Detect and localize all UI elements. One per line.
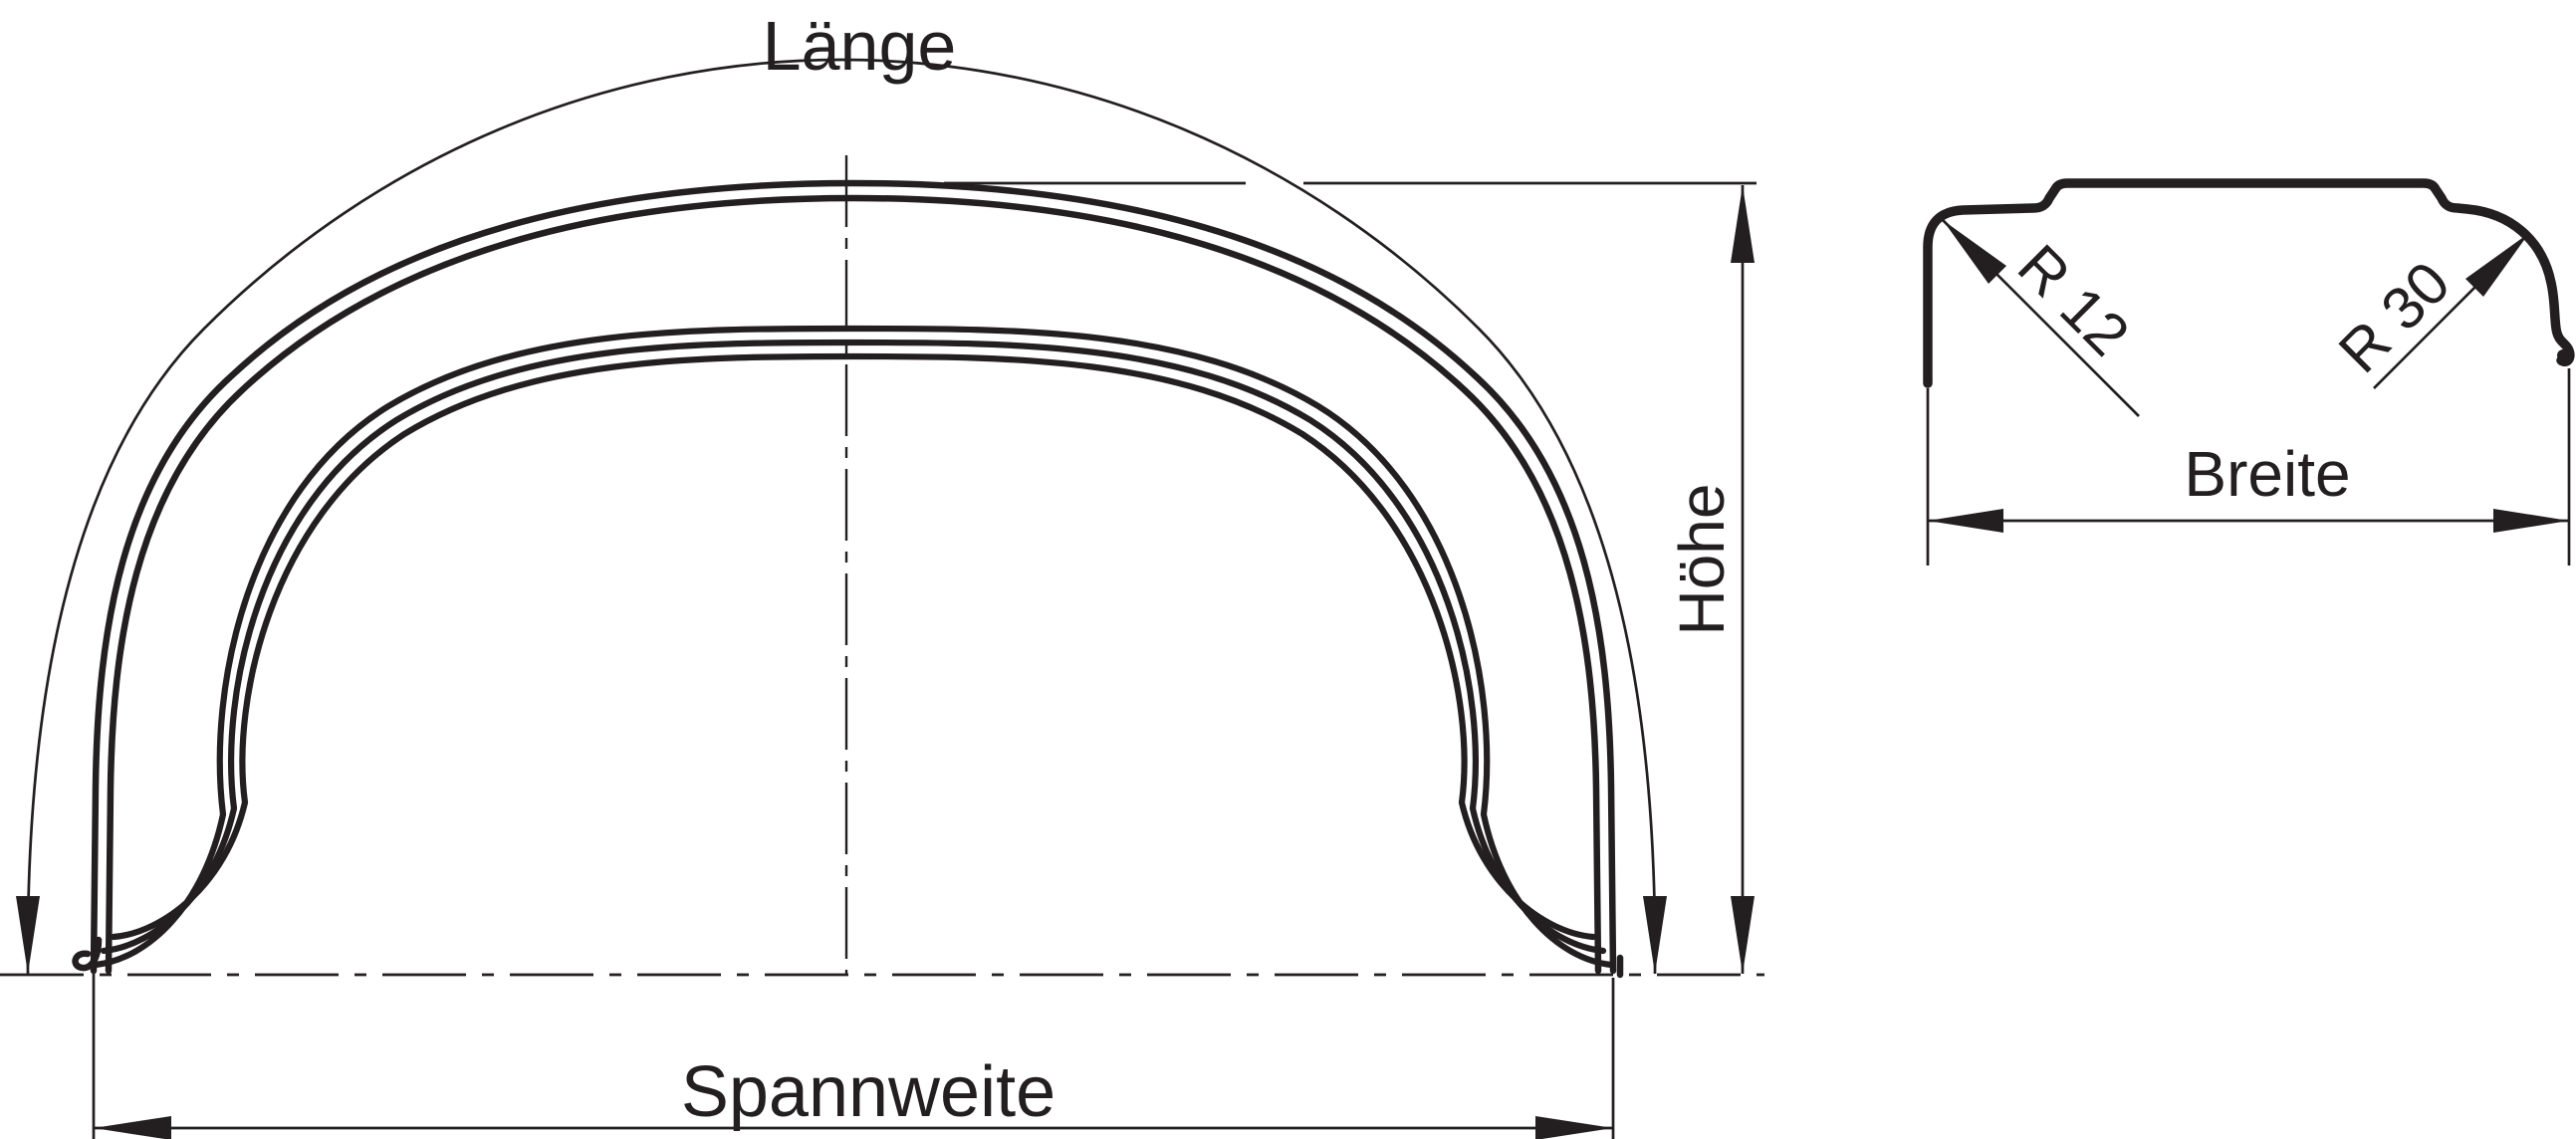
cross-section-profile (1923, 178, 2575, 388)
hoehe-arrow-up-icon (1731, 185, 1755, 263)
side-view: Länge Höhe Spannweite (0, 7, 1764, 1139)
wheel-arch-inner-contour-line1 (92, 325, 1615, 969)
hoehe-arrow-down-icon (1731, 896, 1755, 974)
breite-label: Breite (2184, 438, 2350, 510)
r30-label: R 30 (2326, 249, 2462, 385)
r30-arrow-icon (2465, 233, 2529, 297)
laenge-label: Länge (763, 7, 957, 85)
mudguard-left-foot-curl (72, 936, 103, 972)
r12-label: R 12 (2005, 232, 2142, 368)
r12-arrow-icon (1943, 220, 2006, 284)
hoehe-label: Höhe (1666, 484, 1738, 636)
wheel-arch-inner-contour-line3 (110, 352, 1597, 941)
spannweite-arrow-right-icon (1535, 1116, 1613, 1139)
cross-section: R 12 R 30 Breite (1923, 178, 2575, 566)
cross-section-edge-bead (2557, 349, 2569, 361)
laenge-dimension-arc (26, 58, 1657, 975)
mudguard-outer-contour (90, 179, 1617, 975)
spannweite-arrow-left-icon (94, 1116, 171, 1139)
spannweite-label: Spannweite (681, 1052, 1055, 1132)
laenge-arrow-left-icon (16, 896, 40, 974)
mudguard-outer-contour-inner-line (105, 194, 1602, 975)
laenge-arrow-right-icon (1643, 896, 1667, 974)
wheel-arch-inner-contour-line2 (100, 339, 1607, 955)
breite-arrow-left-icon (1928, 509, 2003, 533)
breite-arrow-right-icon (2493, 509, 2569, 533)
